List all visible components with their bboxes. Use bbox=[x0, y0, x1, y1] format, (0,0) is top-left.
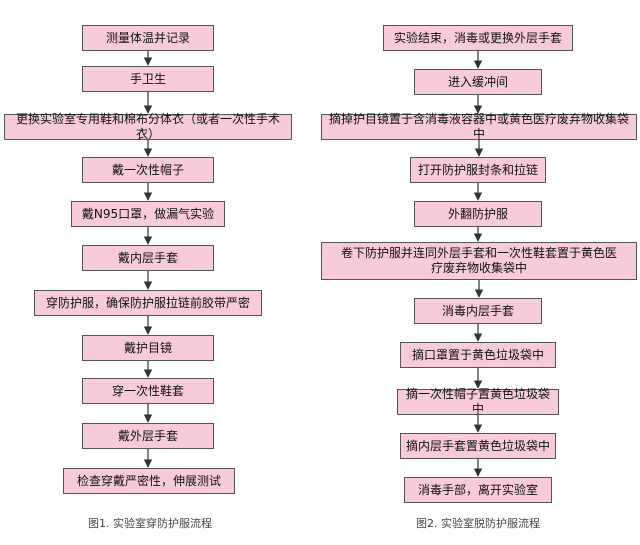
right-step-8: 摘口罩置于黄色垃圾袋中 bbox=[400, 342, 556, 368]
right-step-6: 卷下防护服并连同外层手套和一次性鞋套置于黄色医疗废弃物收集袋中 bbox=[321, 242, 637, 280]
left-step-2: 手卫生 bbox=[82, 66, 214, 92]
right-step-5: 外翻防护服 bbox=[414, 201, 542, 227]
left-flow-caption: 图1. 实验室穿防护服流程 bbox=[88, 517, 212, 530]
right-step-7: 消毒内层手套 bbox=[414, 298, 542, 324]
right-step-3: 摘掉护目镜置于含消毒液容器中或黄色医疗废弃物收集袋中 bbox=[321, 112, 637, 141]
left-step-5: 戴N95口罩，做漏气实验 bbox=[71, 201, 225, 227]
right-step-11: 消毒手部，离开实验室 bbox=[404, 477, 552, 503]
left-step-9: 穿一次性鞋套 bbox=[82, 378, 214, 404]
left-step-8: 戴护目镜 bbox=[82, 335, 214, 361]
right-step-1: 实验结束，消毒或更换外层手套 bbox=[383, 25, 573, 51]
left-step-4: 戴一次性帽子 bbox=[82, 157, 214, 183]
left-step-3: 更换实验室专用鞋和棉布分体衣（或者一次性手术衣） bbox=[4, 112, 292, 141]
right-flow-caption: 图2. 实验室脱防护服流程 bbox=[416, 517, 540, 530]
left-step-10: 戴外层手套 bbox=[82, 423, 214, 449]
left-step-6: 戴内层手套 bbox=[82, 245, 214, 271]
left-step-11: 检查穿戴严密性，伸展测试 bbox=[63, 468, 235, 494]
right-step-2: 进入缓冲间 bbox=[414, 69, 542, 95]
left-step-7: 穿防护服，确保防护服拉链前胶带严密 bbox=[34, 290, 262, 316]
left-step-1: 测量体温并记录 bbox=[82, 25, 214, 51]
right-step-4: 打开防护服封条和拉链 bbox=[410, 157, 546, 183]
right-step-10: 摘内层手套置黄色垃圾袋中 bbox=[400, 433, 556, 459]
right-step-9: 摘一次性帽子置黄色垃圾袋中 bbox=[397, 387, 559, 416]
